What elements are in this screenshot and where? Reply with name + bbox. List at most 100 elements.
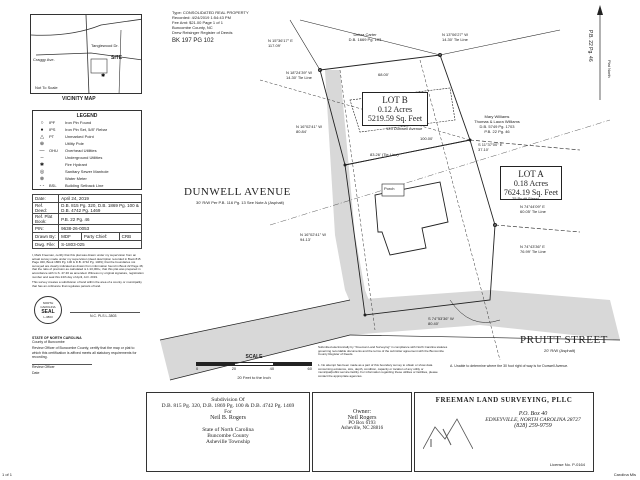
footer-left: 1 of 1 [2,472,13,477]
adjoiner-line-top [299,19,441,56]
bearing-2-dist: 14.30' Tie Line [442,37,468,42]
tie-line-diagonal-2 [339,69,376,331]
info-value: S-1803-025 [58,240,142,249]
tie-line-diagonal-1 [259,79,471,141]
bearing-3: N 18°24'39" W 14.30' Tie Line [286,70,312,80]
vicinity-scale-note: Not To Scale [35,85,58,90]
legend-code: OHU [49,148,58,153]
pruitt-edge-north [159,299,351,341]
adjoiner-right-deed: D.B. 5749 Pg. 1703 [479,124,515,129]
bearing-5: N 74°43'36" E 76.99' Tie Line [520,244,546,254]
legend-code: BSL [49,183,57,188]
seal-line-2: SEAL [41,309,55,315]
review-officer-block: STATE OF NORTH CAROLINA County of Buncom… [32,336,144,375]
title-state: State of North Carolina [202,427,254,433]
dunwell-row-stipple [325,70,380,330]
address-lot-a: 25 Pruitt Street [512,196,539,201]
bearing-1-dist: 117.09' [268,43,281,48]
recording-register: Drew Reisinger Register of Deeds [172,30,233,35]
legend-symbol-icon: ○ [40,119,44,126]
scale-tick-label: 20 [231,366,237,371]
iron-pin-set [363,313,367,317]
info-value: D.B. 815 Pg. 320, D.B. 1869 Pg. 100 & D.… [58,202,142,214]
info-key: Ref. Plat Book: [31,213,60,225]
adjoiner-top-deed: D.B. 1669 Pg. 103 [348,37,382,42]
line-dist-1: 68.00' [378,72,389,77]
legend-symbol-icon: ● [40,126,44,133]
lot-a-boundary [344,139,496,316]
bearing-6-dir: S 11°37'00" E [478,142,503,147]
bearing-2: N 13°06'27" W 14.30' Tie Line [442,32,468,42]
recording-county: Buncombe County, NC [172,25,213,30]
cert-body: I, Mark Freeman, certify that this plat … [32,253,144,279]
note-a: A. Unable to determine where the 30 foot… [450,364,569,368]
bearing-5-dir: N 74°43'36" E [520,244,545,249]
iron-pin-set [343,163,347,167]
bearing-3-dir: N 18°24'39" W [286,70,313,75]
surveyor-phone: (828) 259-9759 [514,423,552,429]
street-pruitt-row: 20' R/W (Asphalt) [544,348,576,353]
legend-item: ✱ Fire Hydrant [35,161,139,168]
lot-a-title: LOT A [518,169,544,179]
legend-item: ⊗ Water Meter [35,175,139,182]
magnolia-curve [449,299,501,323]
notary-text: Review Officer of Buncombe County, certi… [32,346,137,359]
legend-label: Utility Pole [65,141,84,146]
bearing-7: N 16°02'41" W 94.13' [300,232,326,242]
legend-symbol-icon: △ [40,133,44,140]
lot-a-sqft: 7624.19 Sq. Feet [503,188,559,197]
tie-line-diagonal-3 [419,59,501,361]
review-officer-label: Review Officer [32,364,92,369]
info-row: Ref. Deed:D.B. 815 Pg. 320, D.B. 1869 Pg… [31,202,142,214]
info-row: Ref. Plat Book:P.B. 22 Pg. 46 [31,213,142,225]
electronic-note: Submitted electronically by "Freeman Lan… [318,345,448,357]
legend-symbol-icon: - - [39,182,45,189]
footer-right: Carolina Mls [613,472,636,477]
bearing-3-dist: 14.30' Tie Line [286,75,312,80]
vicinity-map-drawing: ✱ [31,15,141,93]
vicinity-road-2: Craggy Ave. [33,57,55,62]
adjoiner-top: Debra Carter D.B. 1669 Pg. 103 [330,32,400,42]
plat-north-label: Plat North [607,60,612,78]
legend-label: Iron Pin Set, 5/8" Rebar [65,127,108,132]
legend-label: Fire Hydrant [65,162,88,167]
house-footprint [374,181,449,256]
street-pruitt: PRUITT STREET [520,334,608,346]
tie-line-right [469,139,581,151]
legend-label: Building Setback Line [65,183,104,188]
bearing-6-dist: 37.10' [478,147,489,152]
title-subdivision: Subdivision Of [211,397,245,403]
legend-label: Water Meter [65,176,87,181]
legend-title: LEGEND [76,113,98,119]
cert-survey-note: This survey creates a subdivision of lan… [32,280,142,288]
bearing-4: N 74°44'09" E 60.05' Tie Line [520,204,546,214]
legend-item: ◎Sanitary Sewer Manhole [35,168,139,175]
adjoiner-right-name-2: Thomas & Laura Williams [474,119,520,124]
title-for: For [224,409,232,415]
scale-bar-track [196,362,312,366]
info-value: P.B. 22 Pg. 46 [58,213,142,225]
legend-symbol-icon: ⊗ [39,175,45,182]
bearing-line-top-left [289,19,321,71]
bearing-4-dir: N 74°44'09" E [520,204,545,209]
info-value: 9638-26-0053 [58,224,142,233]
legend-symbol-icon: -- [40,154,44,161]
pruitt-edge-south-2 [349,334,621,341]
vicinity-map: ✱ Tanglewood Dr. Craggy Ave. SITE Not To… [30,14,142,94]
bearing-6: S 11°37'00" E 37.10' [478,142,502,152]
svg-text:✱: ✱ [101,73,105,79]
recording-date: Recorded: 4/24/2019 1:54:43 PM [172,15,231,20]
recording-type: Type: CONSOLIDATED REAL PROPERTY [172,10,249,15]
adjoiner-right-plat: P.B. 22 Pg. 46 [484,129,510,134]
surveyor-po: P.O. Box 40 [518,411,548,417]
legend-symbol-icon: ✱ [39,161,45,168]
street-dunwell: DUNWELL AVENUE [184,186,291,198]
bearing-8-dir: N 16°02'41" W [296,124,323,129]
lot-b-label: LOT B 0.12 Acres 5219.59 Sq. Feet [362,92,428,126]
